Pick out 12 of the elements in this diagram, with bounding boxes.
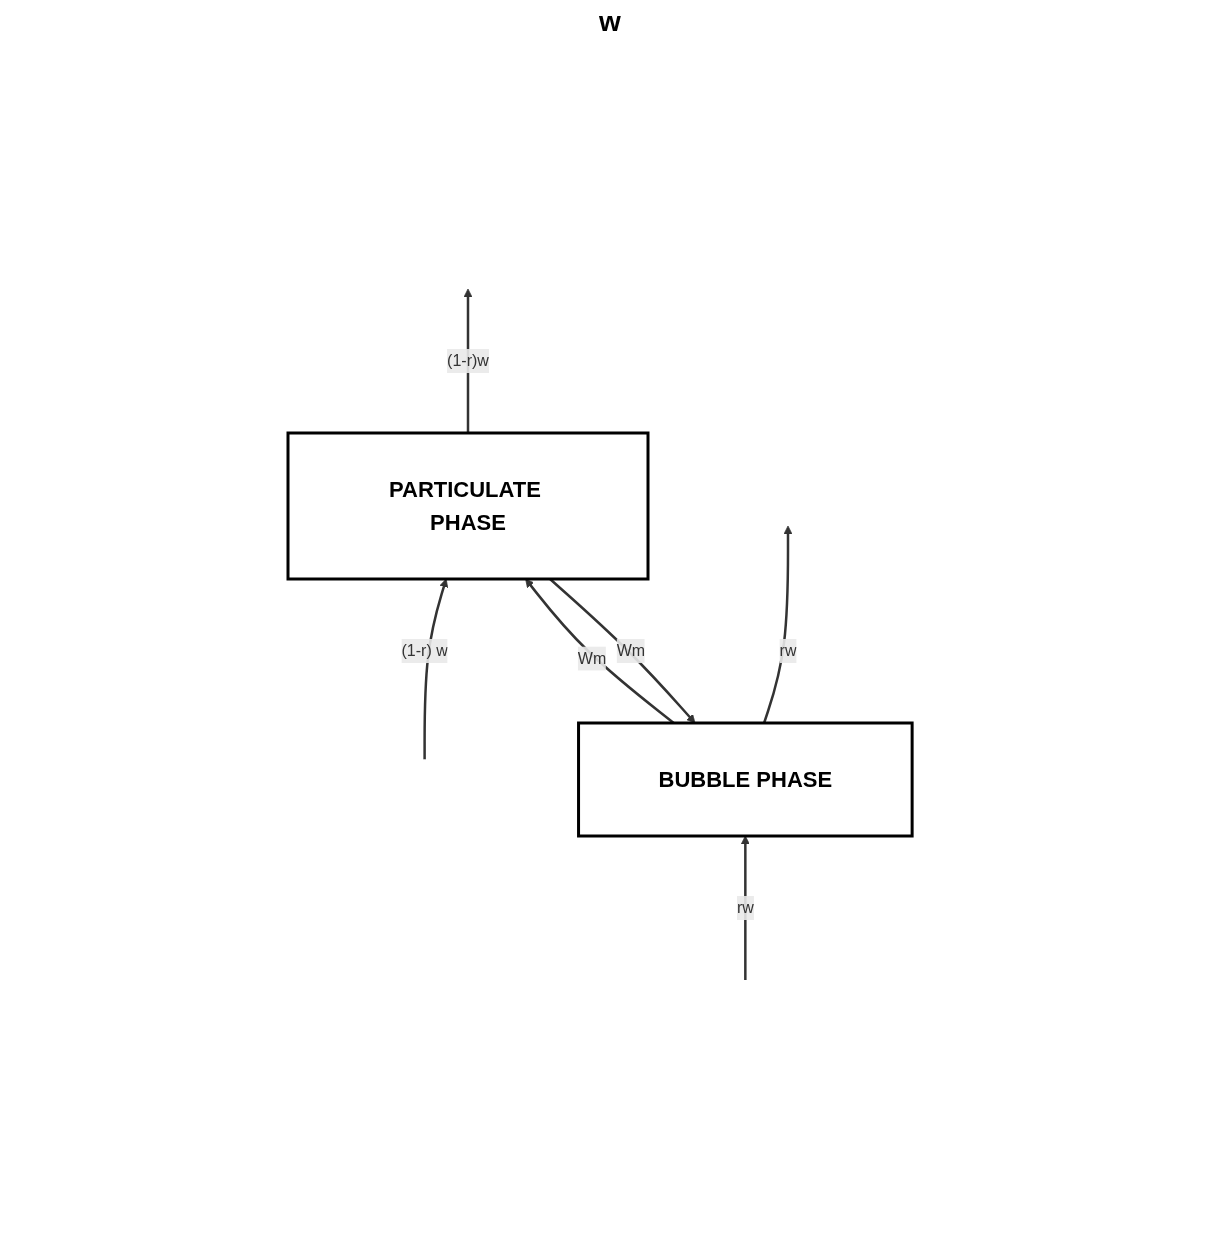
flow-label: w: [599, 6, 621, 37]
edge-label: Wm: [577, 649, 607, 667]
edge-label: (1-r)w: [447, 351, 489, 369]
arrow: [762, 525, 793, 723]
edge-label: Wm: [616, 641, 646, 659]
edge-label: (1-r) w: [401, 641, 448, 659]
edge-label: rw: [736, 898, 754, 916]
node-box: BUBBLE PHASE: [577, 721, 914, 837]
node-box: PARTICULATE PHASE: [286, 431, 650, 580]
edge-label: rw: [779, 641, 797, 659]
arrow: [423, 578, 449, 759]
arrow: [740, 835, 750, 980]
